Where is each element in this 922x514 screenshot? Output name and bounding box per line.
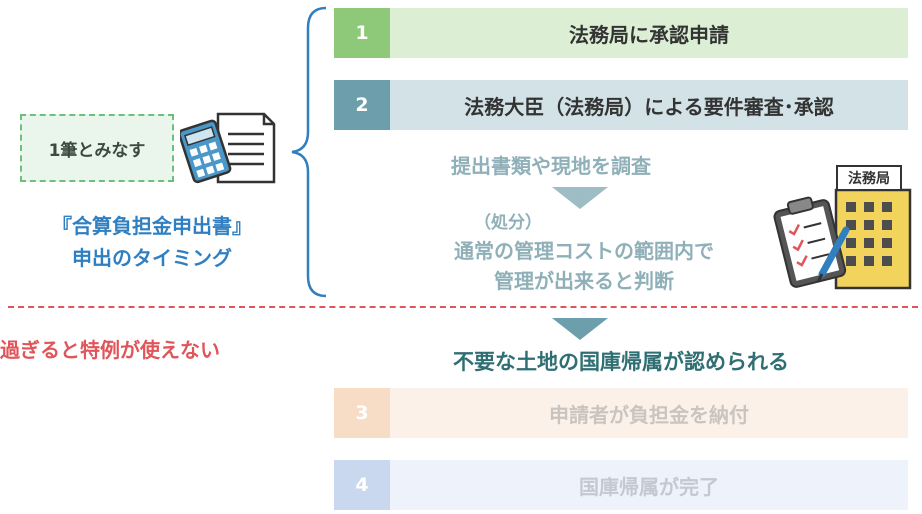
step-3-label: 申請者が負担金を納付 <box>390 388 908 438</box>
disposal-tag: （処分） <box>474 213 542 233</box>
clipboard-office-illustration <box>773 188 912 290</box>
one-lot-badge-text: 1筆とみなす <box>48 140 146 161</box>
timing-title: 『合算負担金申出書』 申出のタイミング <box>22 210 282 274</box>
step-2: 2 法務大臣（法務局）による要件審査･承認 <box>334 80 908 130</box>
office-building-label: 法務局 <box>836 165 902 191</box>
step-2-label: 法務大臣（法務局）による要件審査･承認 <box>390 80 908 130</box>
deadline-warning: 過ぎると特例が使えない <box>0 338 220 362</box>
curly-brace <box>291 6 327 298</box>
down-arrow-icon-2 <box>552 318 608 340</box>
step-4-label: 国庫帰属が完了 <box>390 460 908 510</box>
step-2-number: 2 <box>334 80 390 130</box>
down-arrow-icon <box>552 187 608 209</box>
step-1: 1 法務局に承認申請 <box>334 8 908 58</box>
office-building-icon <box>834 188 912 290</box>
pen-icon <box>816 226 850 283</box>
timing-title-line1: 『合算負担金申出書』 <box>52 214 252 238</box>
step-3: 3 申請者が負担金を納付 <box>334 388 908 438</box>
judgment-line1: 通常の管理コストの範囲内で <box>454 239 714 263</box>
calculator-document-icon <box>180 112 276 184</box>
timing-title-line2: 申出のタイミング <box>72 246 232 270</box>
step-4-number: 4 <box>334 460 390 510</box>
step-3-number: 3 <box>334 388 390 438</box>
judgment-note: 通常の管理コストの範囲内で 管理が出来ると判断 <box>334 236 834 296</box>
judgment-line2: 管理が出来ると判断 <box>494 269 674 293</box>
survey-note: 提出書類や現地を調査 <box>451 154 651 178</box>
step-1-label: 法務局に承認申請 <box>390 8 908 58</box>
result-statement: 不要な土地の国庫帰属が認められる <box>453 350 789 374</box>
deadline-divider <box>8 306 918 308</box>
one-lot-badge: 1筆とみなす <box>20 114 174 182</box>
step-4: 4 国庫帰属が完了 <box>334 460 908 510</box>
calculator-icon <box>180 119 232 184</box>
step-1-number: 1 <box>334 8 390 58</box>
